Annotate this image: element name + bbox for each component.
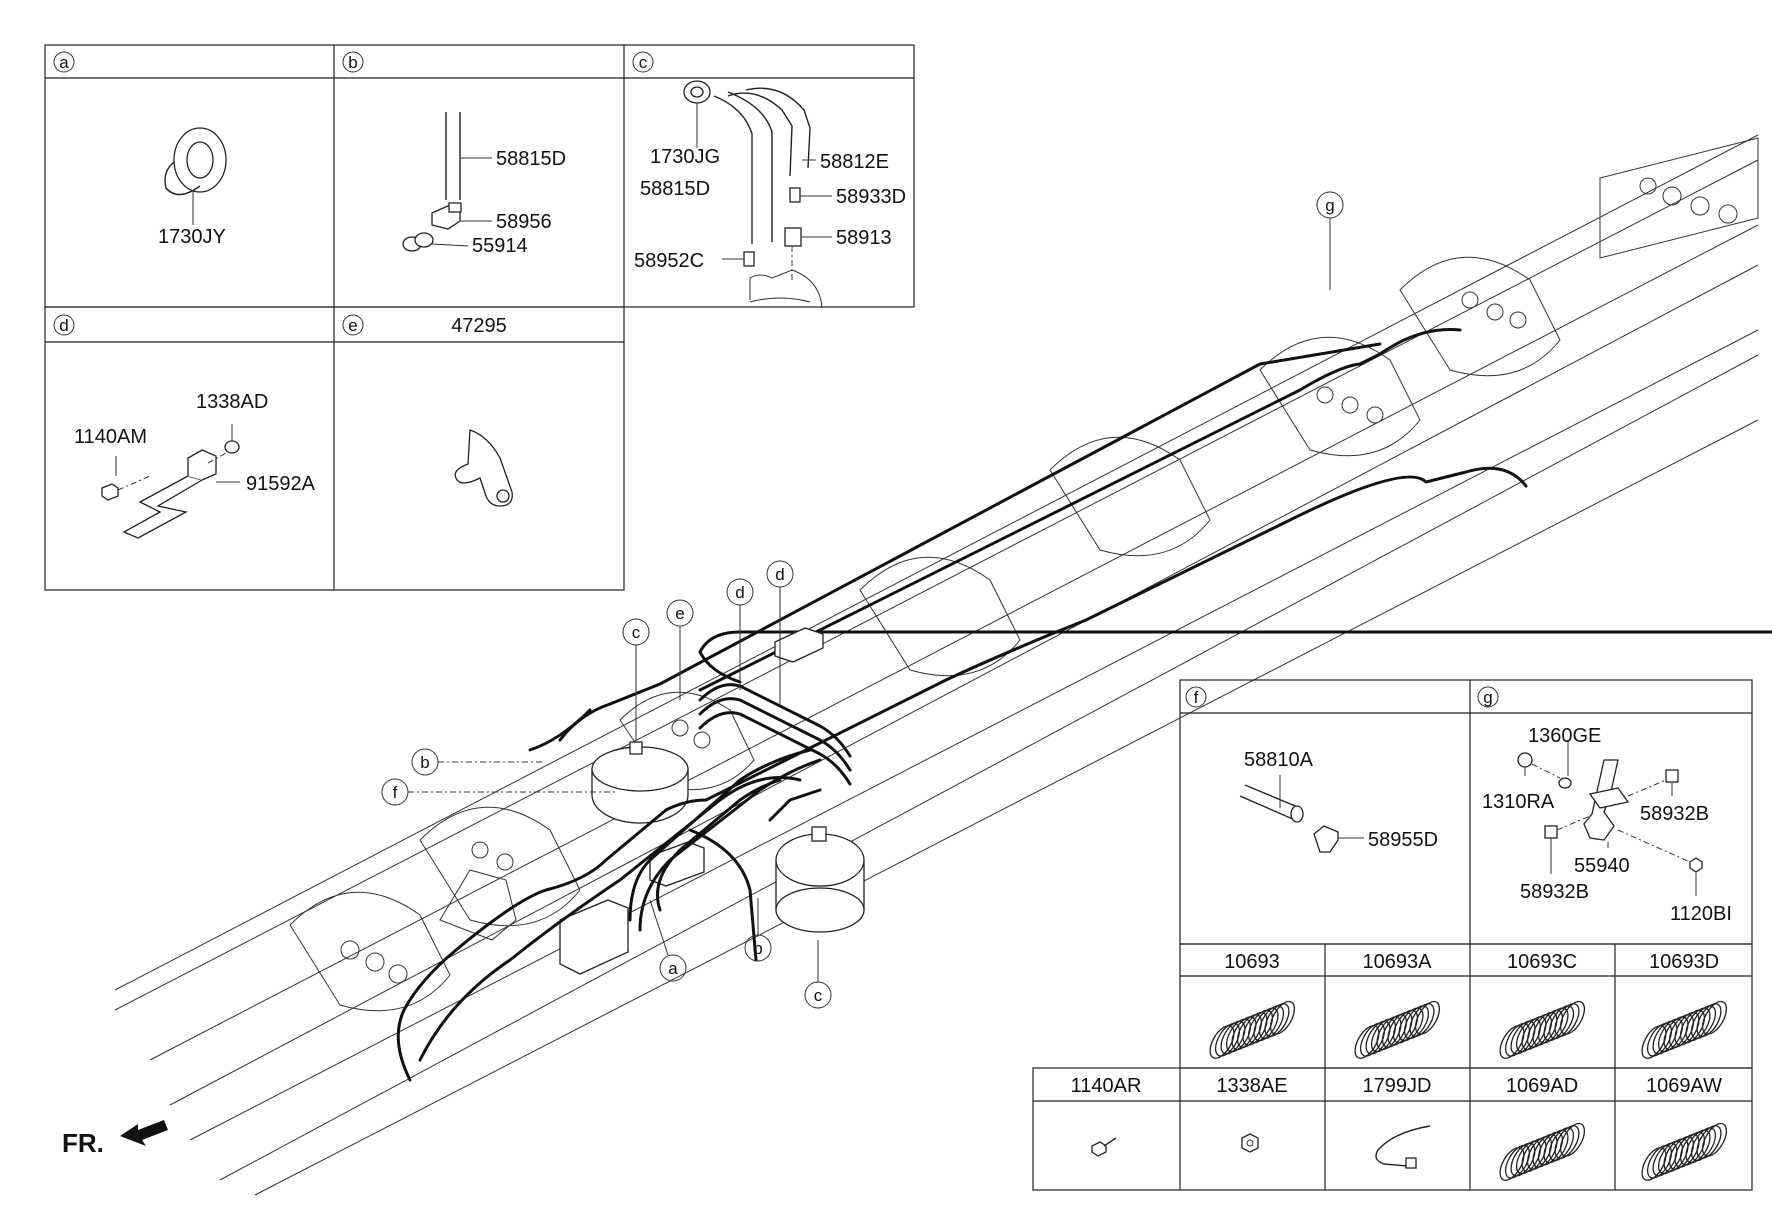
label-58932B-bottom: 58932B xyxy=(1520,881,1589,903)
clip-1799JD xyxy=(1375,1125,1431,1169)
valve-assembly-part-g xyxy=(1517,740,1703,896)
svg-text:b: b xyxy=(753,939,762,958)
callout-c-2: c xyxy=(804,940,832,1009)
grid-header-10693C: 10693C xyxy=(1507,951,1577,973)
panel-e-title: 47295 xyxy=(451,315,507,337)
svg-text:c: c xyxy=(639,53,648,72)
label-55940: 55940 xyxy=(1574,855,1630,877)
label-1120BI: 1120BI xyxy=(1670,903,1732,925)
coil-spring-icon xyxy=(1641,1000,1728,1059)
coil-spring-icon xyxy=(1499,1122,1586,1181)
svg-text:a: a xyxy=(668,959,678,978)
front-arrow-icon xyxy=(120,1120,168,1146)
callout-a: a xyxy=(649,899,687,982)
clip-part-e xyxy=(454,429,513,507)
callout-d-1: d xyxy=(726,578,754,690)
coil-spring-icon xyxy=(1354,1000,1441,1059)
coil-spring-icon xyxy=(1499,1000,1586,1059)
air-tank-right xyxy=(775,833,865,933)
panel-g-tag: g xyxy=(1477,686,1499,708)
fr-label: FR. xyxy=(62,1128,104,1158)
panel-d-tag: d xyxy=(53,314,75,336)
label-58956: 58956 xyxy=(496,211,552,233)
chassis-frame xyxy=(114,134,1759,1196)
label-1140AM: 1140AM xyxy=(74,426,147,448)
label-1730JG: 1730JG xyxy=(650,146,720,168)
line-fittings xyxy=(629,627,827,842)
grid-header-10693: 10693 xyxy=(1224,951,1280,973)
svg-text:c: c xyxy=(814,986,823,1005)
detail-panels-bottom-right xyxy=(1032,679,1753,1191)
label-1338AD: 1338AD xyxy=(196,391,268,413)
svg-text:d: d xyxy=(59,316,68,335)
svg-text:c: c xyxy=(632,623,641,642)
svg-text:f: f xyxy=(1194,688,1199,707)
svg-text:b: b xyxy=(348,53,357,72)
callout-b-1: b xyxy=(411,748,545,776)
grid-header-1140AR: 1140AR xyxy=(1071,1075,1142,1097)
svg-text:e: e xyxy=(675,604,684,623)
label-1360GE: 1360GE xyxy=(1528,725,1601,747)
callout-c-1: c xyxy=(622,618,650,740)
svg-text:d: d xyxy=(735,583,744,602)
label-58933D: 58933D xyxy=(836,186,906,208)
grid-header-10693A: 10693A xyxy=(1363,951,1433,973)
detail-panels-top-left xyxy=(44,44,915,591)
panel-f-tag: f xyxy=(1185,686,1207,708)
svg-text:g: g xyxy=(1483,688,1492,707)
protector-coils xyxy=(1209,1000,1728,1181)
label-91592A: 91592A xyxy=(246,473,316,495)
callout-g: g xyxy=(1316,191,1344,290)
grid-header-1069AW: 1069AW xyxy=(1646,1075,1722,1097)
label-58932B-right: 58932B xyxy=(1640,803,1709,825)
label-58815D-c: 58815D xyxy=(640,178,710,200)
tube-elbow-part-f xyxy=(1239,775,1364,853)
panel-b-tag: b xyxy=(342,51,364,73)
grommet-part-a xyxy=(164,127,227,225)
label-1730JY: 1730JY xyxy=(158,226,226,248)
label-1310RA: 1310RA xyxy=(1482,791,1555,813)
bolt-1140AR xyxy=(1091,1137,1117,1157)
front-direction-indicator: FR. xyxy=(62,1120,168,1158)
label-58810A: 58810A xyxy=(1244,749,1314,771)
tube-fitting-part-b xyxy=(402,112,492,252)
bracket-part-d xyxy=(101,424,240,539)
grid-header-1338AE: 1338AE xyxy=(1216,1075,1287,1097)
panel-e-tag: e xyxy=(342,314,364,336)
nut-1338AE xyxy=(1241,1133,1259,1153)
label-58815D-b: 58815D xyxy=(496,148,566,170)
svg-text:g: g xyxy=(1325,196,1334,215)
label-55914: 55914 xyxy=(472,235,528,257)
svg-text:f: f xyxy=(393,783,398,802)
svg-text:a: a xyxy=(59,53,69,72)
callout-b-2: b xyxy=(744,898,772,962)
label-58952C: 58952C xyxy=(634,250,704,272)
air-tank-left xyxy=(591,746,689,824)
panel-c-tag: c xyxy=(632,51,654,73)
label-58955D: 58955D xyxy=(1368,829,1438,851)
svg-text:b: b xyxy=(420,753,429,772)
callout-e: e xyxy=(666,599,694,700)
grid-header-1799JD: 1799JD xyxy=(1363,1075,1432,1097)
air-tank-fittings-part-c xyxy=(683,80,832,309)
grid-header-10693D: 10693D xyxy=(1649,951,1719,973)
panel-a-tag: a xyxy=(53,51,75,73)
coil-spring-icon xyxy=(1209,1000,1296,1059)
svg-text:e: e xyxy=(348,316,357,335)
label-58913: 58913 xyxy=(836,227,892,249)
coil-spring-icon xyxy=(1641,1122,1728,1181)
label-58812E: 58812E xyxy=(820,151,889,173)
grid-header-1069AD: 1069AD xyxy=(1506,1075,1578,1097)
callout-f: f xyxy=(381,778,615,806)
callout-d-2: d xyxy=(766,560,794,706)
svg-text:d: d xyxy=(775,565,784,584)
